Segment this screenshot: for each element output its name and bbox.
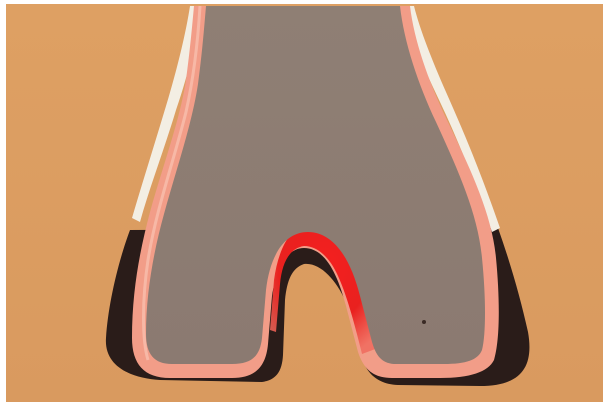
speck-mark <box>422 320 426 324</box>
